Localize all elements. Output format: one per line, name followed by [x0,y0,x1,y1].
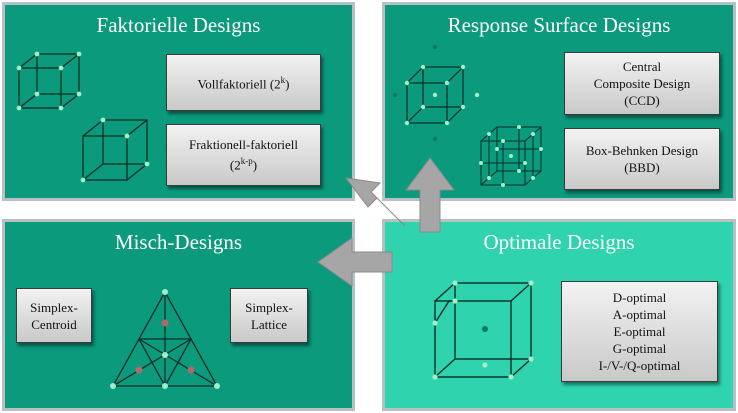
bbd-cube-figure [479,125,543,187]
fractional-factorial-cube-figure [80,117,150,183]
optimal-design-cube-figure [432,280,534,380]
arrow-up-icon [405,157,455,233]
panel-optimal-designs: Optimale Designs D-optimal A-optimal E-o… [382,219,736,411]
box-superscript: k-p [240,156,253,167]
optimal-criteria-box: D-optimal A-optimal E-optimal G-optimal … [561,281,718,382]
fractional-factorial-box: Fraktionell-faktoriell (2k-p) [166,124,321,186]
box-text-suffix: ) [285,76,290,92]
box-line: I-/V-/Q-optimal [598,358,681,373]
box-line: D-optimal [612,290,667,305]
ccd-cube-figure [392,44,480,142]
bbd-box: Box-Behnken Design (BBD) [564,128,720,190]
box-text: (2 [229,157,241,173]
arrow-left-icon [317,237,393,287]
box-line: Centroid [31,316,77,332]
ccd-box: Central Composite Design (CCD) [564,52,720,115]
simplex-centroid-box: Simplex- Centroid [16,288,92,343]
box-line: Composite Design [593,76,691,91]
panel-title: Optimale Designs [483,230,635,254]
panel-factorial-designs: Faktorielle Designs Vollfaktoriell (2k) … [2,2,355,201]
box-line: (BBD) [624,160,660,175]
box-line: Lattice [250,316,288,332]
full-factorial-box: Vollfaktoriell (2k) [166,54,321,111]
panel-title: Faktorielle Designs [96,13,261,37]
box-text-suffix: ) [252,157,258,173]
box-line: Simplex- [30,299,78,315]
panel-mixture-designs: Misch-Designs Simplex- Centroid Simplex-… [2,219,355,411]
simplex-lattice-box: Simplex- Lattice [230,288,308,343]
box-line: Fraktionell-faktoriell [188,137,299,153]
panel-title: Misch-Designs [114,230,243,254]
box-line: E-optimal [613,324,666,339]
panel-title: Response Surface Designs [447,13,671,37]
box-line: A-optimal [612,307,667,322]
panel-response-surface-designs: Response Surface Designs [382,2,736,201]
box-superscript: k [280,75,286,86]
full-factorial-cube-figure [16,51,82,111]
box-line: Simplex- [245,299,293,315]
box-line: G-optimal [612,341,667,356]
arrow-up-left-icon [344,177,406,227]
simplex-triangle-figure [110,289,220,389]
box-line: (CCD) [624,93,660,108]
box-line: Central [622,59,662,74]
box-text: Vollfaktoriell (2 [197,76,281,92]
box-line: Box-Behnken Design [585,143,699,158]
